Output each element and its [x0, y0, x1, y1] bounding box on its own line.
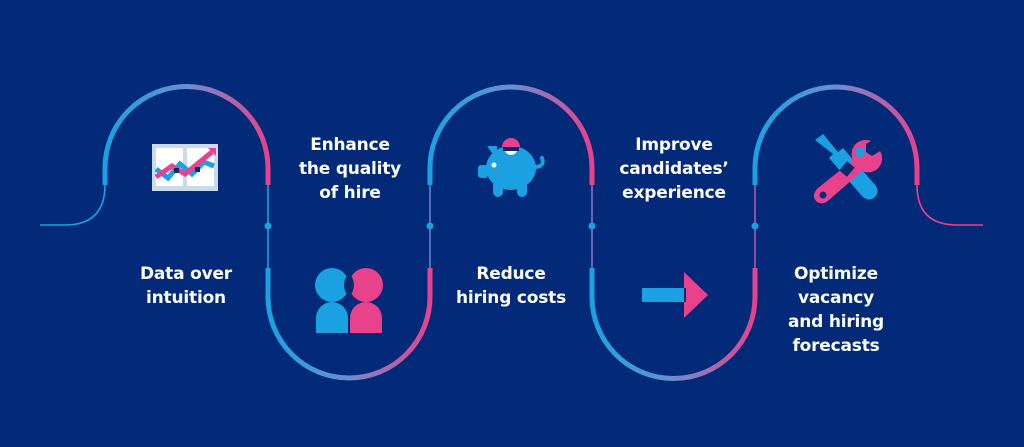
label-line: intuition [146, 288, 226, 308]
label-line: Enhance [310, 135, 390, 155]
step-label-data-over-intuition: Data over intuition [106, 262, 266, 310]
step-label-improve-candidates-experience: Improve candidates’ experience [594, 133, 754, 205]
label-line: Reduce [476, 264, 546, 284]
label-line: forecasts [792, 336, 880, 356]
label-line: Data over [140, 264, 232, 284]
piggy-bank-icon [478, 138, 545, 197]
u-curve-1 [265, 268, 433, 381]
tools-icon [813, 134, 883, 204]
label-line: Optimize [794, 264, 878, 284]
label-line: and hiring [787, 312, 885, 332]
arrow-right-icon [642, 272, 708, 318]
step-label-enhance-quality-of-hire: Enhance the quality of hire [270, 133, 430, 205]
label-line: the quality [298, 159, 402, 179]
line-chart-icon [152, 144, 218, 191]
label-line: Improve [635, 135, 713, 155]
connectors [264, 185, 759, 268]
label-line: vacancy [798, 288, 874, 308]
label-line: of hire [319, 183, 381, 203]
step-label-optimize-forecasts: Optimize vacancy and hiring forecasts [756, 262, 916, 358]
step-label-reduce-hiring-costs: Reduce hiring costs [431, 262, 591, 310]
arch-1 [102, 84, 271, 185]
left-tail-line [40, 184, 106, 226]
arch-3 [752, 84, 920, 185]
u-curve-2 [589, 268, 758, 381]
right-tail-line [916, 184, 983, 226]
arch-2 [427, 84, 595, 185]
label-line: hiring costs [455, 288, 567, 308]
label-line: candidates’ [619, 159, 729, 179]
label-line: experience [622, 183, 726, 203]
people-icon [315, 268, 383, 333]
